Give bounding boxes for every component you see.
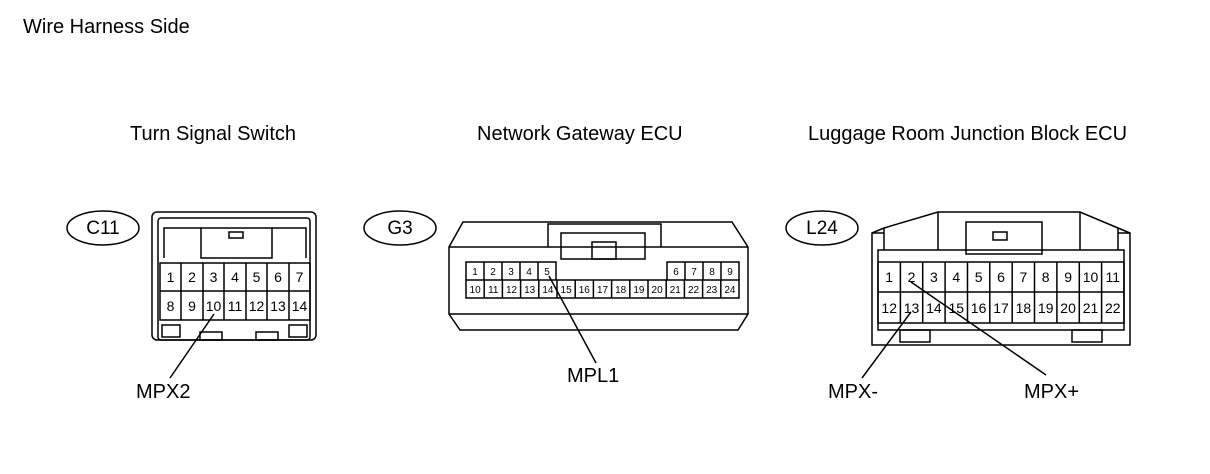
pin-label: 14 bbox=[542, 285, 554, 296]
pin-label: 18 bbox=[1016, 300, 1032, 316]
pin-label: 6 bbox=[274, 269, 282, 285]
connector-code-badge-c11 bbox=[66, 210, 140, 246]
pin-label: 1 bbox=[472, 267, 478, 278]
pin-grid-l24 bbox=[877, 261, 1125, 324]
connector-c11 bbox=[66, 210, 317, 341]
pin-labels-g3: 1 2 3 4 5 6 7 8 9 10 11 12 13 14 15 16 1… bbox=[470, 267, 736, 296]
pin-label: 17 bbox=[993, 300, 1009, 316]
pin-label: 5 bbox=[253, 269, 261, 285]
pin-label: 20 bbox=[652, 285, 664, 296]
pin-label: 3 bbox=[210, 269, 218, 285]
connector-code-l24: L24 bbox=[806, 218, 838, 239]
pin-label: 14 bbox=[926, 300, 942, 316]
pin-label: 7 bbox=[1020, 269, 1028, 285]
pin-label: 1 bbox=[167, 269, 175, 285]
pin-label: 8 bbox=[167, 298, 175, 314]
pin-label: 12 bbox=[881, 300, 897, 316]
pin-label: 15 bbox=[561, 285, 573, 296]
connector-code-c11: C11 bbox=[86, 218, 119, 239]
pin-label: 5 bbox=[544, 267, 550, 278]
pin-label: 2 bbox=[188, 269, 196, 285]
pin-label: 19 bbox=[633, 285, 645, 296]
pin-label: 11 bbox=[228, 298, 243, 314]
pin-label: 1 bbox=[885, 269, 893, 285]
pin-label: 15 bbox=[949, 300, 965, 316]
pin-label: 3 bbox=[508, 267, 514, 278]
wire-label-mpl1: MPL1 bbox=[567, 365, 620, 387]
connector-g3 bbox=[363, 210, 749, 331]
leader-line-mpl1 bbox=[548, 275, 597, 364]
pin-label: 5 bbox=[975, 269, 983, 285]
connector-code-badge-l24 bbox=[785, 210, 859, 246]
pin-label: 4 bbox=[231, 269, 239, 285]
pin-grid-c11 bbox=[159, 262, 311, 321]
pin-label: 2 bbox=[908, 269, 916, 285]
connector-l24 bbox=[785, 210, 1131, 346]
pin-label: 17 bbox=[597, 285, 609, 296]
leader-line-mpx2 bbox=[169, 313, 215, 379]
pin-label: 24 bbox=[724, 285, 736, 296]
pin-label: 9 bbox=[1064, 269, 1072, 285]
pin-label: 22 bbox=[1105, 300, 1121, 316]
pin-label: 9 bbox=[188, 298, 196, 314]
pin-label: 6 bbox=[997, 269, 1005, 285]
pin-label: 20 bbox=[1060, 300, 1076, 316]
connector-code-badge-g3 bbox=[363, 210, 437, 246]
page-title: Wire Harness Side bbox=[23, 16, 190, 38]
wire-label-mpx-plus: MPX+ bbox=[1024, 381, 1080, 403]
connector-name-turn-signal-switch: Turn Signal Switch bbox=[130, 123, 296, 145]
pin-label: 18 bbox=[615, 285, 627, 296]
connector-name-luggage-room-junction-block-ecu: Luggage Room Junction Block ECU bbox=[808, 123, 1128, 145]
pin-label: 4 bbox=[952, 269, 960, 285]
pin-label: 7 bbox=[296, 269, 304, 285]
connector-code-g3: G3 bbox=[387, 218, 412, 239]
connector-name-network-gateway-ecu: Network Gateway ECU bbox=[477, 123, 683, 145]
pin-label: 12 bbox=[249, 298, 265, 314]
wire-label-mpx-minus: MPX- bbox=[828, 381, 878, 403]
leader-line-mpx-plus bbox=[910, 281, 1047, 376]
pin-label: 8 bbox=[709, 267, 715, 278]
wire-label-mpx2: MPX2 bbox=[136, 381, 191, 403]
pin-label: 16 bbox=[971, 300, 987, 316]
pin-label: 11 bbox=[1106, 269, 1121, 285]
pin-labels-c11: 1 2 3 4 5 6 7 8 9 10 11 12 13 14 bbox=[167, 269, 308, 314]
pin-label: 10 bbox=[470, 285, 482, 296]
pin-label: 4 bbox=[526, 267, 532, 278]
pin-label: 10 bbox=[1083, 269, 1099, 285]
pin-label: 6 bbox=[673, 267, 679, 278]
pin-label: 13 bbox=[270, 298, 286, 314]
pin-label: 13 bbox=[524, 285, 536, 296]
pin-label: 22 bbox=[688, 285, 700, 296]
pin-label: 11 bbox=[488, 285, 499, 296]
pin-label: 3 bbox=[930, 269, 938, 285]
pin-label: 23 bbox=[706, 285, 718, 296]
pin-label: 14 bbox=[292, 298, 308, 314]
pin-label: 21 bbox=[670, 285, 682, 296]
pin-label: 8 bbox=[1042, 269, 1050, 285]
pin-label: 21 bbox=[1083, 300, 1099, 316]
pin-label: 2 bbox=[490, 267, 496, 278]
pin-labels-l24: 1 2 3 4 5 6 7 8 9 10 11 12 13 14 15 16 1… bbox=[881, 269, 1120, 316]
pin-label: 7 bbox=[691, 267, 697, 278]
pin-label: 10 bbox=[206, 298, 222, 314]
pin-label: 16 bbox=[579, 285, 591, 296]
pin-label: 12 bbox=[506, 285, 518, 296]
pin-label: 9 bbox=[727, 267, 733, 278]
pin-label: 19 bbox=[1038, 300, 1054, 316]
pin-grid-g3 bbox=[465, 261, 740, 299]
leader-line-mpx-minus bbox=[861, 311, 912, 379]
pin-label: 13 bbox=[904, 300, 920, 316]
